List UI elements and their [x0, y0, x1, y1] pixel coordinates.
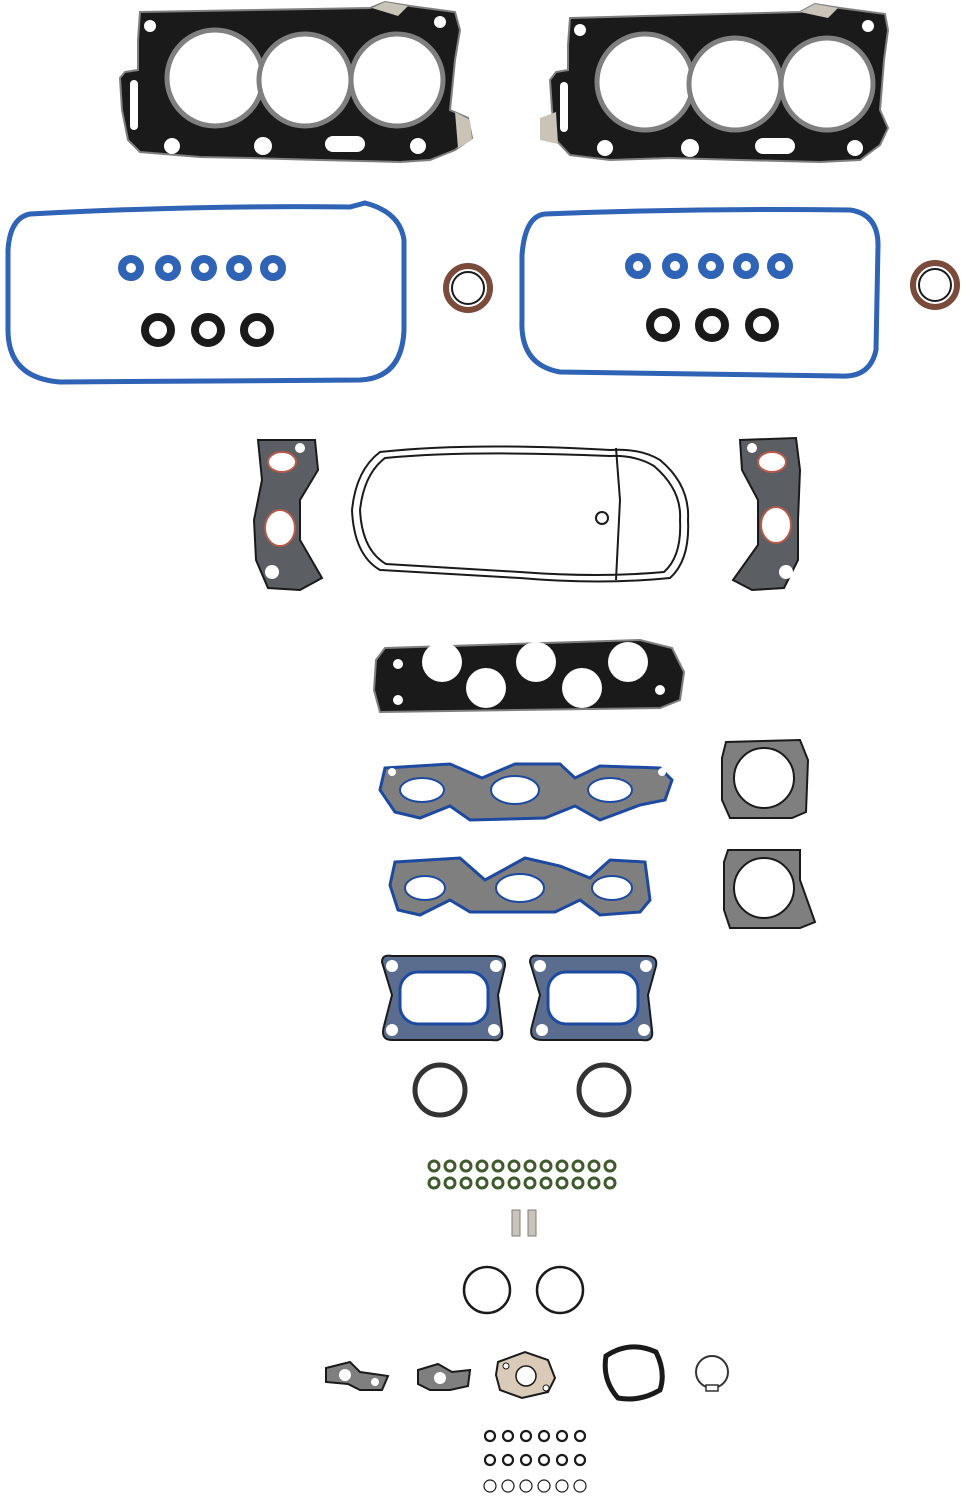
spark-plug-tube-seals-right	[625, 253, 793, 342]
small-o-ring	[501, 1429, 515, 1443]
rear-gasket-left	[252, 439, 324, 592]
small-o-ring	[537, 1453, 551, 1467]
small-o-ring	[537, 1479, 551, 1493]
valve-stem-seal	[539, 1176, 553, 1190]
valve-stem-seal	[459, 1159, 473, 1173]
throttle-body-gaskets	[721, 738, 817, 929]
small-o-ring	[537, 1429, 551, 1443]
rear-gasket-right	[731, 436, 802, 592]
valve-stem-seal	[507, 1176, 521, 1190]
small-o-ring	[573, 1479, 587, 1493]
cylinder-head-gasket-right	[540, 2, 890, 164]
valve-stem-seal	[443, 1159, 457, 1173]
valve-stem-seal	[459, 1176, 473, 1190]
valve-stem-seal	[427, 1159, 441, 1173]
small-o-ring	[483, 1479, 497, 1493]
valve-stem-seal	[539, 1159, 553, 1173]
small-o-ring	[501, 1453, 515, 1467]
valve-cover-gasket-left	[5, 200, 407, 385]
small-o-rings	[483, 1429, 587, 1493]
valve-stem-seal	[523, 1176, 537, 1190]
valve-stem-seal	[475, 1176, 489, 1190]
spark-plug-tube-seals-left	[118, 255, 286, 347]
thermostat-o-rings	[412, 1062, 632, 1118]
timing-cover-gasket	[350, 445, 690, 583]
small-o-ring	[483, 1453, 497, 1467]
small-o-ring	[573, 1429, 587, 1443]
small-o-ring	[555, 1429, 569, 1443]
valve-stem-seal	[475, 1159, 489, 1173]
valve-cover-gasket-right	[519, 207, 881, 379]
camshaft-seal-right	[910, 260, 960, 310]
valve-stem-seal	[507, 1159, 521, 1173]
small-o-ring	[519, 1429, 533, 1443]
small-o-ring	[555, 1479, 569, 1493]
water-outlet-gaskets	[325, 1344, 729, 1402]
small-o-ring	[483, 1429, 497, 1443]
valve-stem-seal	[523, 1159, 537, 1173]
o-rings	[462, 1265, 585, 1315]
valve-stem-seal	[587, 1176, 601, 1190]
small-o-ring	[501, 1479, 515, 1493]
valve-stem-seal	[491, 1159, 505, 1173]
valve-stem-seal	[603, 1176, 617, 1190]
plenum-gasket-lower	[388, 856, 652, 917]
valve-stem-seal	[571, 1159, 585, 1173]
intake-manifold-gasket	[372, 638, 686, 714]
exhaust-manifold-gaskets	[380, 954, 658, 1042]
camshaft-seal-left	[443, 263, 493, 313]
valve-stem-seal	[491, 1176, 505, 1190]
cylinder-head-gasket-left	[118, 0, 474, 164]
valve-stem-seal	[443, 1176, 457, 1190]
valve-stem-seal	[555, 1159, 569, 1173]
small-o-ring	[519, 1453, 533, 1467]
valve-stem-seal	[571, 1176, 585, 1190]
small-o-ring	[555, 1453, 569, 1467]
valve-stem-seals	[427, 1159, 617, 1190]
plenum-gasket-upper	[378, 762, 674, 822]
valve-stem-seal	[603, 1159, 617, 1173]
small-o-ring	[519, 1479, 533, 1493]
spacer-strips	[511, 1209, 537, 1237]
valve-stem-seal	[587, 1159, 601, 1173]
small-o-ring	[573, 1453, 587, 1467]
valve-stem-seal	[427, 1176, 441, 1190]
valve-stem-seal	[555, 1176, 569, 1190]
